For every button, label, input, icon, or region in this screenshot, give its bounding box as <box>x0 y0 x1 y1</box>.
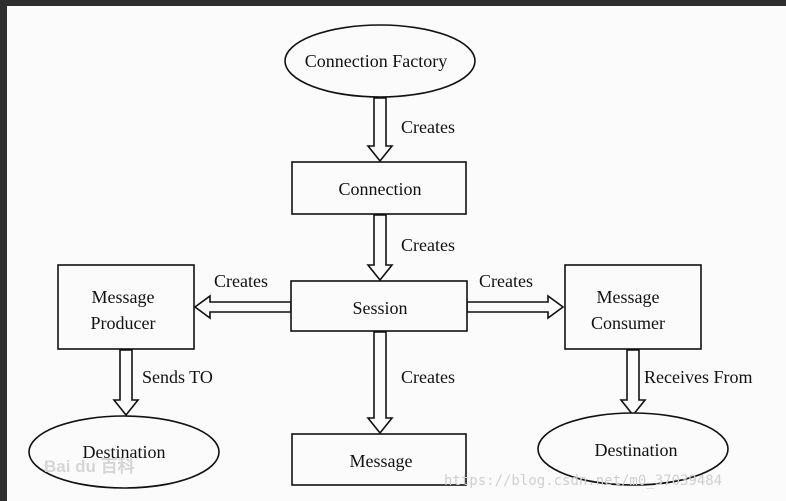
node-session-shape <box>290 280 468 332</box>
node-message-consumer-shape <box>564 264 702 350</box>
node-message-shape <box>291 433 467 486</box>
node-destination-right-shape <box>537 412 729 486</box>
node-destination-right-label: Destination <box>595 440 678 460</box>
node-message-producer-label-line2: Producer <box>91 313 156 333</box>
arrow-session-message <box>366 331 394 435</box>
node-connection-factory-label: Connection Factory <box>305 51 447 71</box>
edge-label-producer-destination: Sends TO <box>142 367 213 387</box>
node-destination-left-label: Destination <box>83 442 166 462</box>
edge-label-consumer-destination: Receives From <box>644 367 752 387</box>
node-destination-left-shape <box>28 415 220 489</box>
edge-label-session-producer: Creates <box>214 271 268 291</box>
node-message-label: Message <box>350 451 413 471</box>
node-session-label: Session <box>352 298 407 318</box>
arrow-session-producer <box>193 294 292 320</box>
edge-label-session-message: Creates <box>401 367 455 387</box>
node-connection-shape <box>291 161 467 215</box>
arrow-factory-connection <box>366 97 394 163</box>
watermark-logo: Bai du 百科 <box>44 456 135 476</box>
edge-label-factory-connection: Creates <box>401 117 455 137</box>
arrow-producer-destination <box>112 349 140 417</box>
arrow-consumer-destination <box>619 349 647 417</box>
node-message-consumer-label-line2: Consumer <box>591 313 665 333</box>
node-connection-label: Connection <box>339 179 422 199</box>
arrow-connection-session <box>366 214 394 282</box>
node-message-consumer-label-line1: Message <box>597 287 660 307</box>
node-message-producer-shape <box>57 264 195 350</box>
edge-label-session-consumer: Creates <box>479 271 533 291</box>
edge-label-connection-session: Creates <box>401 235 455 255</box>
watermark-url: https://blog.csdn.net/m0_37039484 <box>444 473 722 489</box>
node-message-producer-label-line1: Message <box>92 287 155 307</box>
arrow-session-consumer <box>466 294 565 320</box>
node-connection-factory-shape <box>284 24 476 98</box>
